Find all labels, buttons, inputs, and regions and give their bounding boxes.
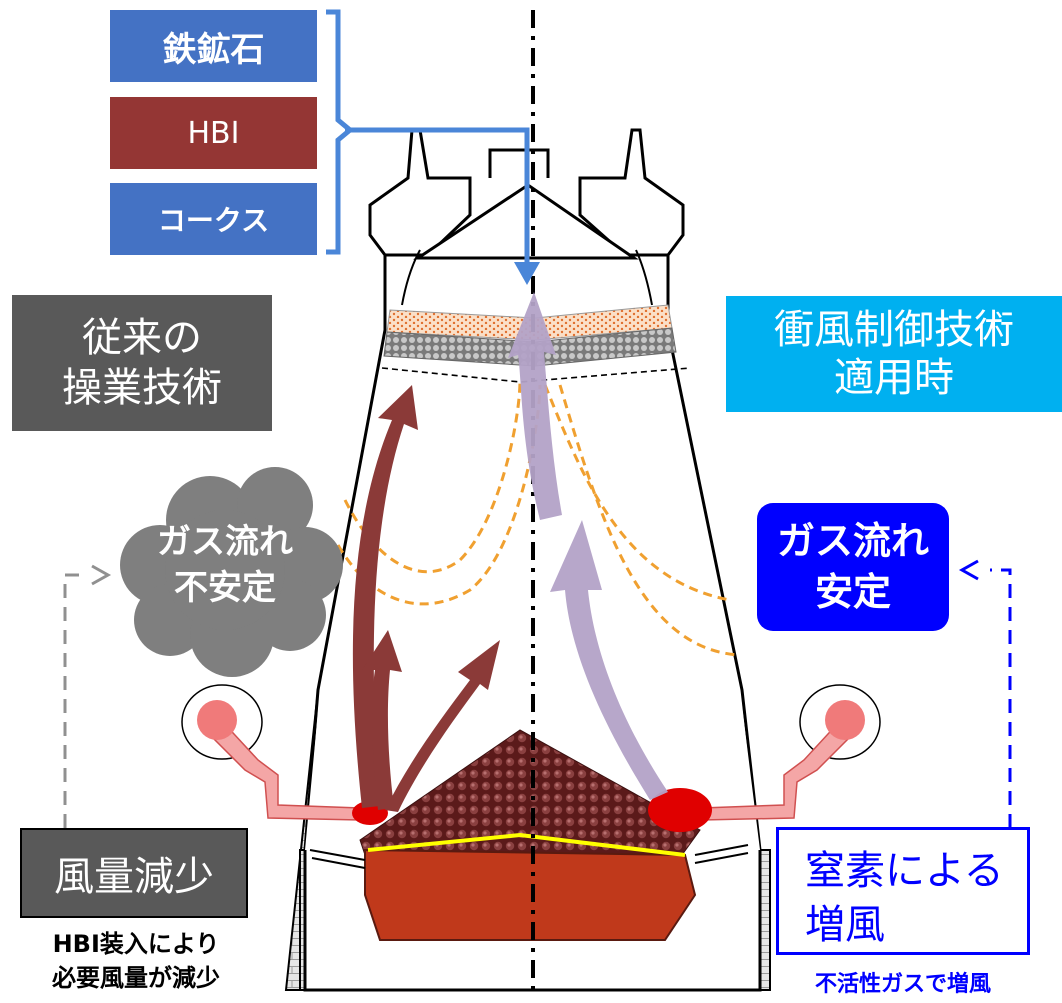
taphole-right xyxy=(694,844,749,864)
right-title-box: 衝風制御技術 適用時 xyxy=(726,296,1062,412)
tuyere-right xyxy=(648,684,881,832)
material-bracket xyxy=(326,9,354,255)
material-hbi: HBI xyxy=(110,97,317,169)
left-action-box: 風量減少 xyxy=(20,828,248,918)
left-feedback-arrow xyxy=(91,564,112,586)
left-action-label: 風量減少 xyxy=(54,854,214,900)
contour-left-2 xyxy=(336,384,542,606)
contour-right-2 xyxy=(558,384,741,657)
feed-arrow-head xyxy=(514,262,540,285)
gas-stable-label: ガス流れ 安定 xyxy=(776,518,929,614)
right-action-box: 窒素による 増風 xyxy=(776,827,1030,955)
red-arrow-large xyxy=(352,385,418,808)
right-title: 衝風制御技術 適用時 xyxy=(774,307,1014,401)
left-title-box: 従来の 操業技術 xyxy=(12,295,272,431)
furnace-top-right xyxy=(578,128,685,257)
feed-arrow xyxy=(345,127,530,262)
right-feedback-arrow xyxy=(958,559,979,581)
left-feedback-line xyxy=(63,573,80,828)
throat-curve-right xyxy=(635,249,653,306)
contour-right-1 xyxy=(543,384,731,602)
cloud-shape xyxy=(120,467,343,677)
throat-curve-left xyxy=(401,249,421,306)
red-arrow-mid xyxy=(362,630,402,810)
material-iron-ore: 鉄鉱石 xyxy=(110,10,317,82)
contour-left-1 xyxy=(343,379,522,574)
left-title: 従来の 操業技術 xyxy=(62,315,222,411)
right-feedback-line xyxy=(990,568,1012,828)
tuyere-left xyxy=(181,684,388,825)
right-note: 不活性ガスで増風 xyxy=(814,972,991,997)
hopper xyxy=(488,148,550,178)
gas-stable-box: ガス流れ 安定 xyxy=(757,503,949,631)
burden-dashed-line xyxy=(381,367,691,383)
gas-unstable-label: ガス流れ 不安定 xyxy=(157,522,293,608)
right-action-label: 窒素による 増風 xyxy=(805,848,1004,948)
red-arrow-right xyxy=(385,640,500,812)
lavender-arrow-long xyxy=(508,292,562,520)
taphole-left xyxy=(309,849,366,869)
hearth-melt xyxy=(364,848,697,941)
material-coke: コークス xyxy=(110,183,317,255)
material-iron-ore-label: 鉄鉱石 xyxy=(162,29,265,70)
material-coke-label: コークス xyxy=(157,204,270,237)
lavender-arrow-main xyxy=(550,520,668,800)
material-hbi-label: HBI xyxy=(187,115,240,151)
cohesive-yellow-line xyxy=(367,832,686,857)
left-note: HBI装入により 必要風量が減少 xyxy=(52,930,220,992)
